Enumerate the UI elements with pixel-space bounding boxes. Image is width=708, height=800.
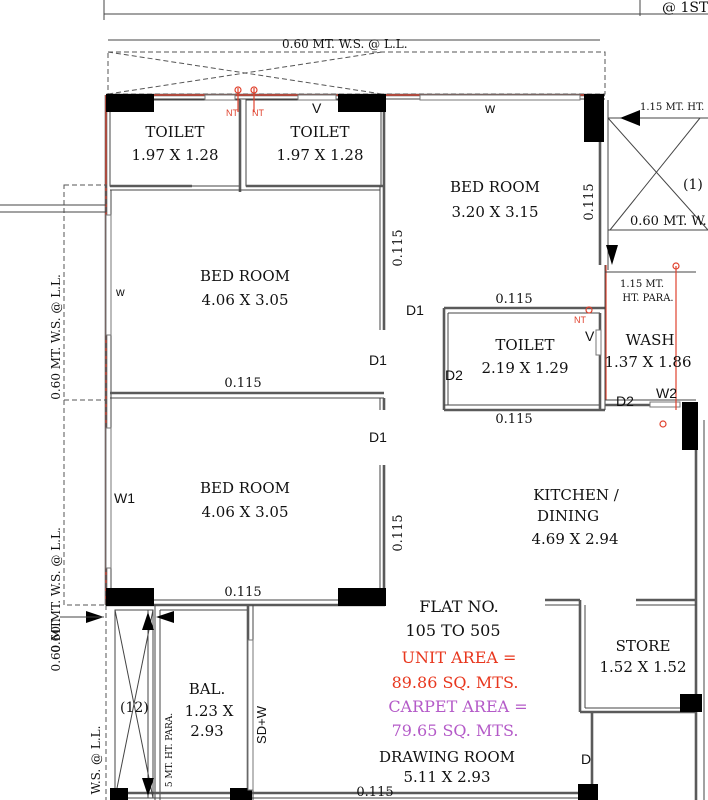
thickness-label-4: 0.115 <box>224 376 261 391</box>
door-bottom-label: D <box>581 751 591 767</box>
carpet-area-label: CARPET AREA = <box>388 697 527 716</box>
store-size: 1.52 X 1.52 <box>599 658 686 676</box>
top-right-label: @ 1ST <box>662 0 708 16</box>
toilet-2-name: TOILET <box>290 123 349 141</box>
unit-area-label: UNIT AREA = <box>402 648 517 667</box>
door-d1-c-label: D1 <box>369 429 387 445</box>
drawing-room-size: 5.11 X 2.93 <box>403 768 490 786</box>
ws-left-label-2: 0.60 MT. W.S. @ L.L. <box>49 527 63 653</box>
stair-label-1: (1) <box>683 177 703 193</box>
bed-room-top-size: 3.20 X 3.15 <box>451 203 538 221</box>
flat-no-label: FLAT NO. <box>419 597 498 616</box>
top-windows <box>105 94 681 791</box>
store-walls <box>545 598 696 800</box>
nt-markers <box>234 86 680 428</box>
toilet-1-size: 1.97 X 1.28 <box>131 146 218 164</box>
bed-room-top-name: BED ROOM <box>450 178 540 196</box>
top-header-lines <box>103 0 708 20</box>
kitchen-size: 4.69 X 2.94 <box>531 530 618 548</box>
thickness-label-7: 0.115 <box>224 585 261 600</box>
bedroom-left-walls <box>110 189 386 410</box>
ht-top-right-label: 1.15 MT. HT. <box>640 102 704 113</box>
bed-room-left-size: 4.06 X 3.05 <box>201 291 288 309</box>
ht-para-bottom-label: 5 MT. HT. PARA. <box>165 713 175 787</box>
balcony-size-2: 2.93 <box>190 722 223 740</box>
thickness-label-3: 0.115 <box>495 292 532 307</box>
wash-name: WASH <box>626 331 675 349</box>
drawing-room-name: DRAWING ROOM <box>379 748 515 766</box>
sliding-door-label: SD+W <box>254 705 269 744</box>
stair-label-2: (12) <box>120 700 149 716</box>
thickness-label-2: 0.115 <box>582 183 597 220</box>
unit-area-value: 89.86 SQ. MTS. <box>392 673 519 692</box>
thickness-label-8: 0.115 <box>356 785 393 800</box>
ht-para-right-label-1: 1.15 MT. <box>620 279 664 290</box>
flat-no-range: 105 TO 505 <box>405 621 500 640</box>
ws-right-label: 0.60 MT. W. <box>630 214 707 229</box>
toilet-3-size: 2.19 X 1.29 <box>481 359 568 377</box>
door-d1-a-label: D1 <box>406 302 424 318</box>
stair-right-top <box>606 100 708 270</box>
wash-walls <box>605 271 696 407</box>
carpet-area-value: 79.65 SQ. MTS. <box>392 721 519 740</box>
kitchen-name-2: DINING <box>537 507 599 525</box>
columns <box>106 94 702 800</box>
vent-top-label: V <box>312 100 322 116</box>
ht-para-right-label-2: HT. PARA. <box>622 293 673 304</box>
window-left-label: w <box>115 285 125 299</box>
store-name: STORE <box>616 637 671 655</box>
thickness-label-1: 0.115 <box>391 229 406 266</box>
toilet-2-size: 1.97 X 1.28 <box>276 146 363 164</box>
left-ws-strip <box>0 184 107 606</box>
balcony-name: BAL. <box>189 680 226 698</box>
toilet3-walls <box>442 265 606 412</box>
toilet-1-name: TOILET <box>145 123 204 141</box>
ws-left-label-1: 0.60 MT. W.S. @ L.L. <box>49 274 63 400</box>
window-w2-label: W2 <box>656 385 677 401</box>
ws-left-label-3: 0.60 MT. <box>49 619 63 672</box>
balcony-size-1: 1.23 X <box>185 702 234 720</box>
stair-bottom <box>60 609 174 799</box>
bed-room-left-name: BED ROOM <box>200 267 290 285</box>
nt-label-2: NT <box>252 108 264 118</box>
vent-wash-label: V <box>585 328 595 344</box>
window-w1-label: W1 <box>114 490 135 506</box>
ws-top-label: 0.60 MT. W.S. @ L.L. <box>282 37 408 51</box>
door-d2-a-label: D2 <box>445 367 463 383</box>
window-top-label: w <box>484 100 496 116</box>
bedroom-lower-walls <box>110 465 386 605</box>
thickness-label-5: 0.115 <box>495 412 532 427</box>
bed-room-lower-size: 4.06 X 3.05 <box>201 503 288 521</box>
bed-room-lower-name: BED ROOM <box>200 479 290 497</box>
nt-label-1: NT <box>226 108 238 118</box>
wash-size: 1.37 X 1.86 <box>604 353 691 371</box>
door-d2-b-label: D2 <box>616 393 634 409</box>
ws-left-label-4: W.S. @ L.L. <box>89 726 103 795</box>
toilet-3-name: TOILET <box>495 336 554 354</box>
nt-label-3: NT <box>574 315 586 325</box>
door-d1-b-label: D1 <box>369 352 387 368</box>
toilet-walls <box>109 99 386 330</box>
thickness-label-6: 0.115 <box>391 514 406 551</box>
kitchen-name-1: KITCHEN / <box>533 486 620 504</box>
